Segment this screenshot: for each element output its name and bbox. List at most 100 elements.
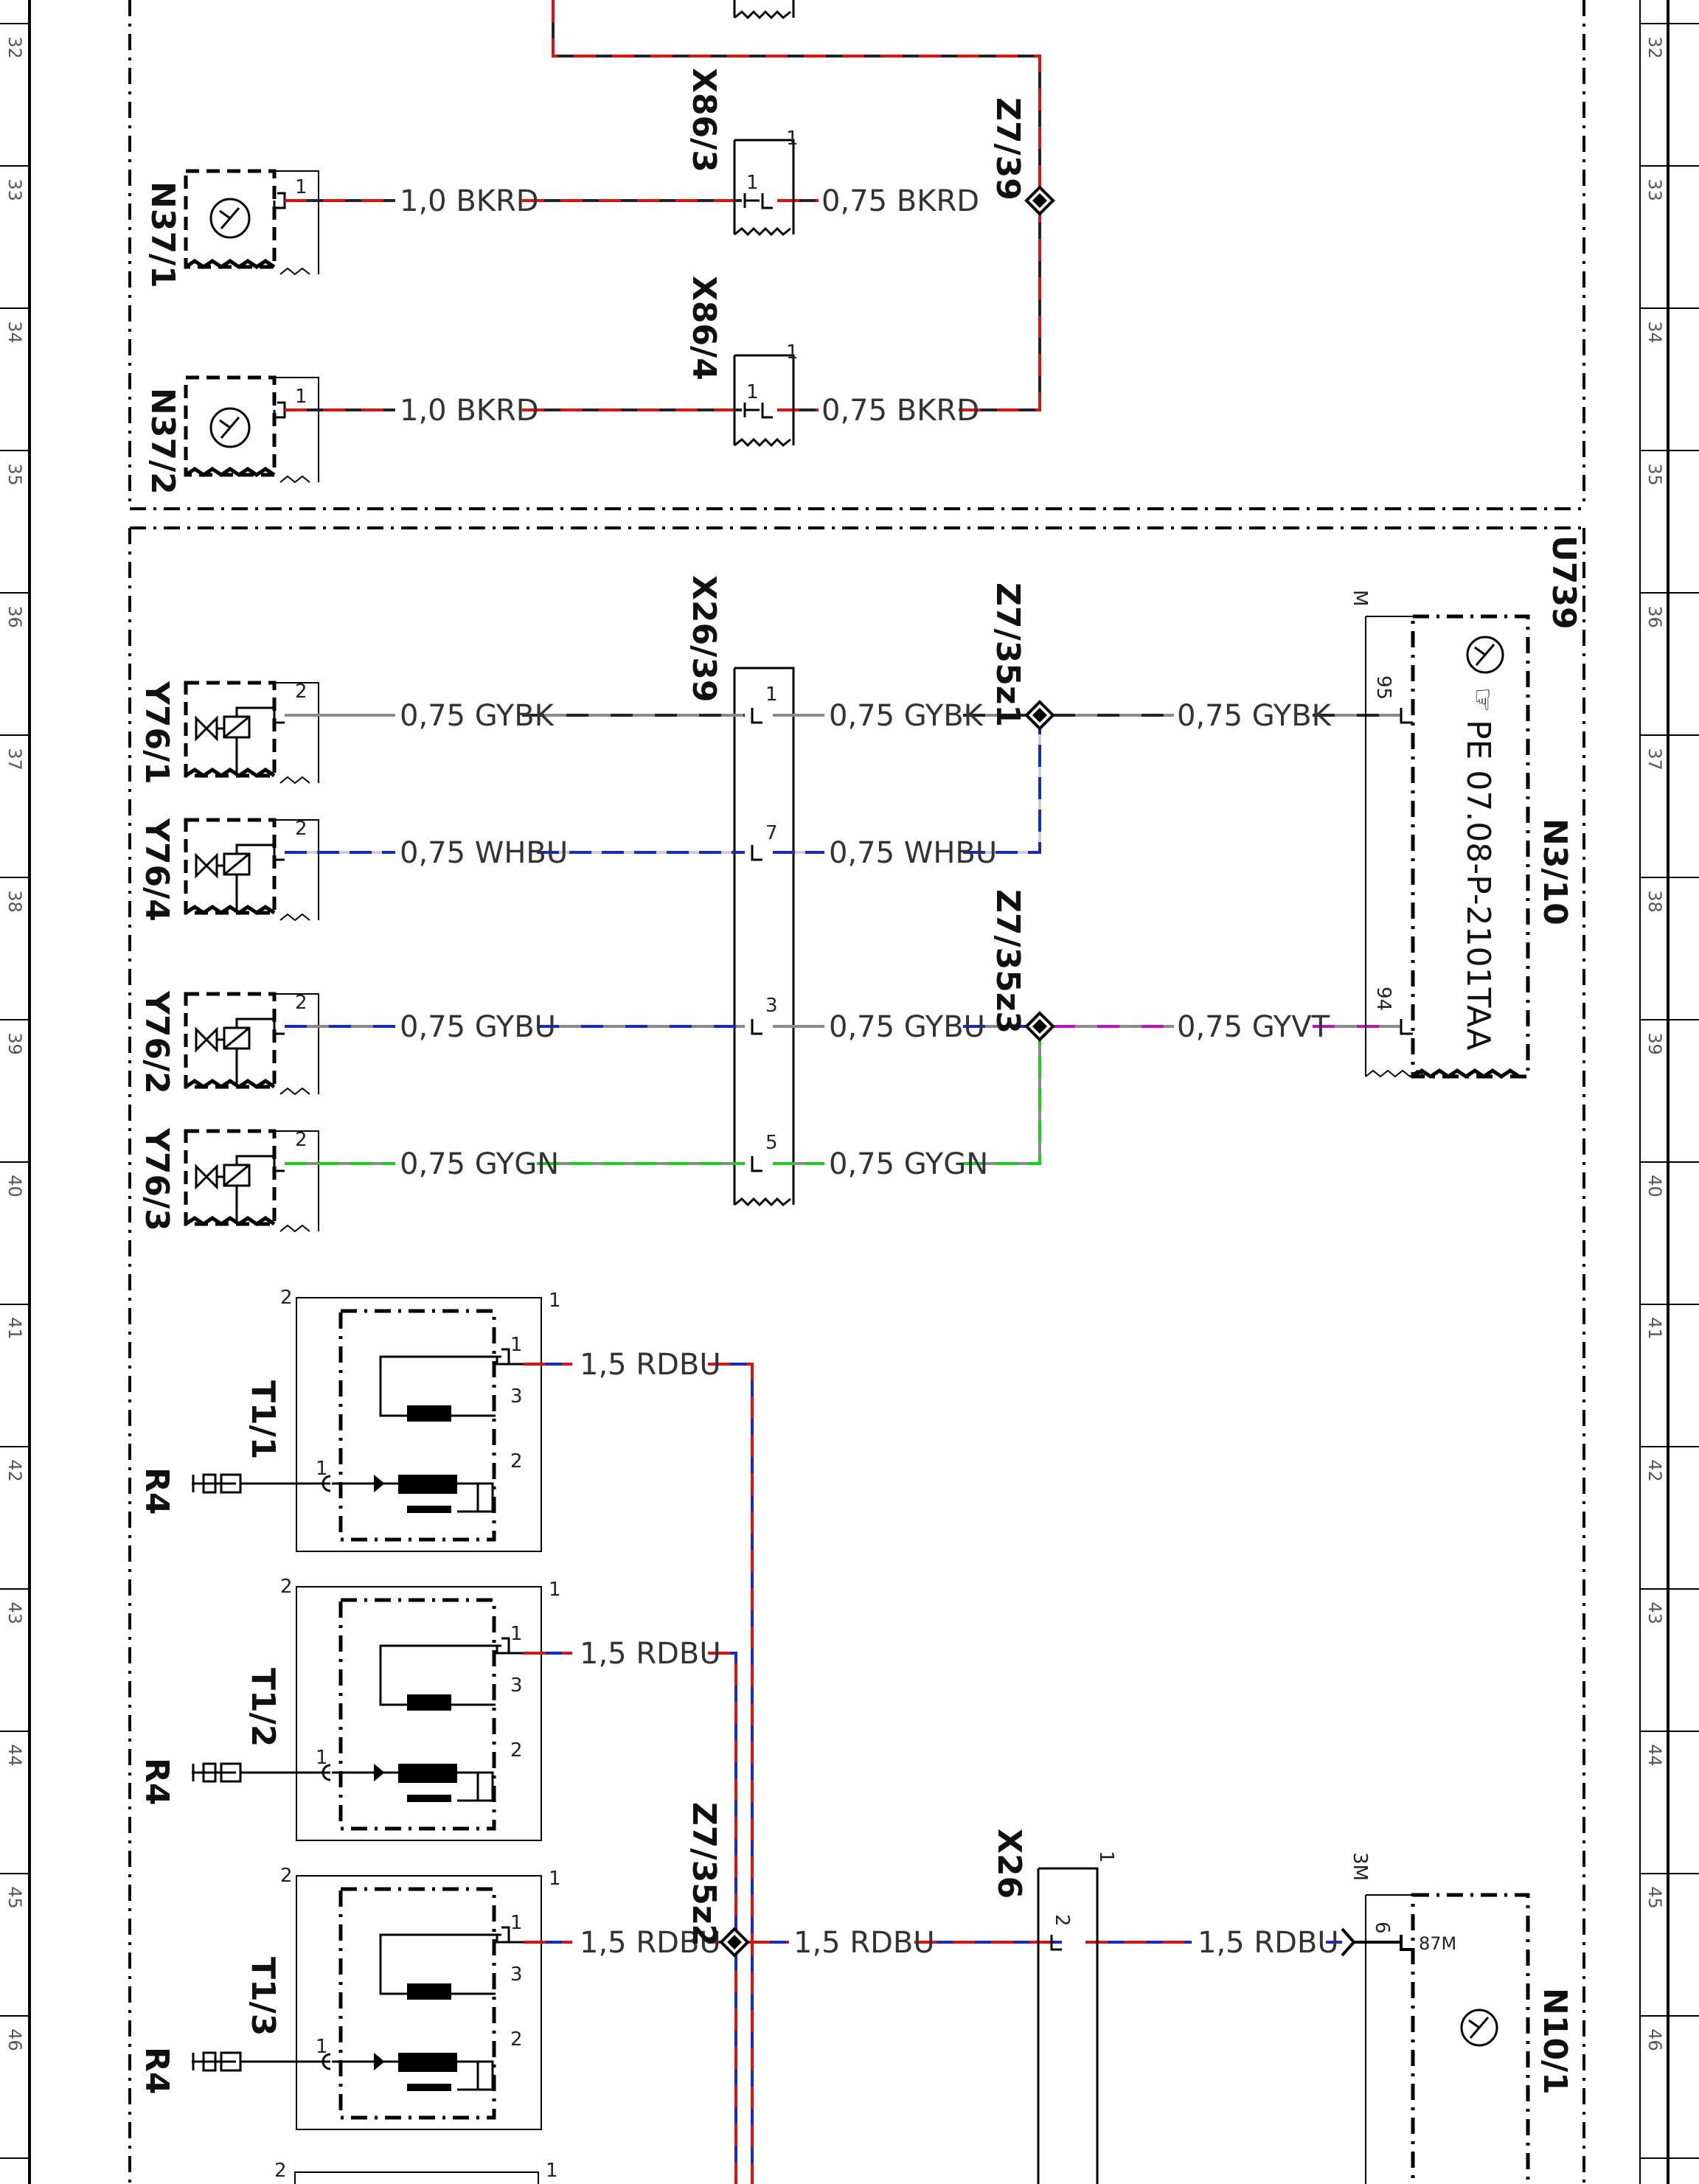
coil-pin-2: 2 <box>280 1287 293 1309</box>
sensor-n37-1 <box>184 169 319 276</box>
electronics-icon <box>1460 2009 1498 2047</box>
row-number-45-right: 45 <box>1644 1886 1665 1909</box>
pin-n3-10-95: 95 <box>1372 675 1394 700</box>
pin-y76-3: 2 <box>295 1129 308 1151</box>
label-r4-2: R4 <box>138 1758 176 1806</box>
pin-x26-top: 1 <box>1095 1851 1117 1863</box>
pin-y76-4: 2 <box>295 818 308 840</box>
row-number-43-left: 43 <box>4 1602 25 1624</box>
coil-pin-2: 2 <box>280 1865 293 1887</box>
coil-pin-2: 2 <box>280 1576 293 1598</box>
wire-label-y76-1-b: 0,75 GYBK <box>829 699 984 733</box>
spark-plug-icon <box>192 1762 242 1783</box>
wire-label-t1-3: 1,5 RDBU <box>580 1926 721 1960</box>
label-u739: U739 <box>1545 535 1582 630</box>
coil-pin-1: 1 <box>549 1868 561 1890</box>
row-number-32-left: 32 <box>4 36 25 59</box>
row-number-41-right: 41 <box>1644 1317 1665 1340</box>
row-number-46-right: 46 <box>1644 2028 1665 2051</box>
control-unit-n10-1 <box>1341 1893 1530 2184</box>
coil-pin-2: 2 <box>510 1739 523 1762</box>
wire-label-y76-3-a: 0,75 GYGN <box>400 1147 559 1181</box>
valve-group <box>184 681 319 1233</box>
wire-label-n37-1-b: 0,75 BKRD <box>821 184 979 218</box>
row-number-37-left: 37 <box>4 748 25 771</box>
splice-z7-35z2 <box>719 1927 750 1958</box>
row-number-42-left: 42 <box>4 1459 25 1482</box>
label-x86-3: X86/3 <box>685 68 723 173</box>
row-number-34-left: 34 <box>4 321 25 344</box>
module-borders <box>128 0 1585 2184</box>
wire-y76-4 <box>285 728 1041 854</box>
wire-label-n37-1-a: 1,0 BKRD <box>400 184 539 218</box>
pin-next-2: 2 <box>274 2160 287 2182</box>
row-number-35-left: 35 <box>4 463 25 486</box>
splice-z7-39 <box>1024 185 1055 216</box>
valve-2 <box>184 818 319 922</box>
electronics-icon <box>1466 636 1504 674</box>
valve-icon <box>195 715 218 742</box>
valve-3 <box>184 992 319 1096</box>
pin-x26-39-5: 5 <box>765 1132 778 1154</box>
label-y76-1: Y76/1 <box>138 681 176 785</box>
row-number-41-left: 41 <box>4 1317 25 1340</box>
pin-n3-10-m: M <box>1349 590 1371 606</box>
pin-n10-1-87m: 87M <box>1419 1933 1456 1954</box>
row-number-46-left: 46 <box>4 2028 25 2051</box>
pin-x26-39-7: 7 <box>765 822 778 844</box>
row-number-33-right: 33 <box>1644 178 1665 201</box>
splice-z7-35z1 <box>1024 700 1055 731</box>
label-y76-3: Y76/3 <box>138 1127 176 1231</box>
wire-label-y76-4-a: 0,75 WHBU <box>400 836 568 870</box>
valve-4 <box>184 1129 319 1233</box>
row-number-34-right: 34 <box>1644 321 1665 344</box>
label-t1-1: T1/1 <box>244 1380 282 1459</box>
pin-x86-4: 1 <box>746 381 759 403</box>
control-unit-n3-10 <box>1365 614 1530 1079</box>
row-number-36-left: 36 <box>4 605 25 628</box>
label-r4-1: R4 <box>138 1467 176 1515</box>
pin-x26-2: 2 <box>1051 1914 1073 1927</box>
wire-label-y76-4-b: 0,75 WHBU <box>829 836 997 870</box>
sensor-icon <box>209 407 251 448</box>
sensor-n37-2 <box>184 375 319 484</box>
label-x26-39: X26/39 <box>685 575 723 702</box>
pin-n10-1-6: 6 <box>1371 1922 1393 1934</box>
row-ruler-ticks <box>0 23 1699 2159</box>
label-n37-2: N37/2 <box>144 388 181 495</box>
label-z7-35z1: Z7/35z1 <box>989 582 1026 727</box>
label-n3-10: N3/10 <box>1536 818 1574 925</box>
pin-x86-3-top: 1 <box>786 128 799 150</box>
wire-label-y76-2-a: 0,75 GYBU <box>400 1010 556 1044</box>
row-number-45-left: 45 <box>4 1886 25 1909</box>
wire-label-x26-b: 1,5 RDBU <box>1198 1926 1339 1960</box>
wire-coils-rdbu <box>524 1363 1342 2184</box>
pin-n10-1-3m: 3M <box>1349 1852 1371 1881</box>
label-z7-35z2: Z7/35z2 <box>685 1802 723 1947</box>
pin-n37-1: 1 <box>295 176 308 198</box>
row-number-35-right: 35 <box>1644 463 1665 486</box>
valve-1 <box>184 681 319 785</box>
wire-label-t1-1: 1,5 RDBU <box>580 1348 721 1382</box>
wire-label-y76-3-b: 0,75 GYGN <box>829 1147 988 1181</box>
label-x86-4: X86/4 <box>685 276 723 380</box>
coil-pin-2: 2 <box>510 1450 523 1472</box>
connector-x26 <box>1037 1867 1099 2184</box>
coil-pin-1: 1 <box>510 1912 523 1934</box>
coil-pin-3: 3 <box>510 1674 523 1697</box>
row-number-42-right: 42 <box>1644 1459 1665 1482</box>
pin-x86-3: 1 <box>746 172 759 194</box>
label-x26: X26 <box>990 1829 1028 1899</box>
coil-pin-2: 2 <box>510 2028 523 2051</box>
pin-next-1: 1 <box>546 2160 558 2182</box>
label-t1-3: T1/3 <box>244 1957 282 2036</box>
row-number-36-right: 36 <box>1644 605 1665 628</box>
connector-x86-4 <box>733 354 795 448</box>
wire-y76-3 <box>285 1040 1041 1165</box>
coil-pin-1: 1 <box>316 1747 328 1769</box>
coil-next-stub <box>294 2171 539 2184</box>
row-number-39-right: 39 <box>1644 1032 1665 1055</box>
